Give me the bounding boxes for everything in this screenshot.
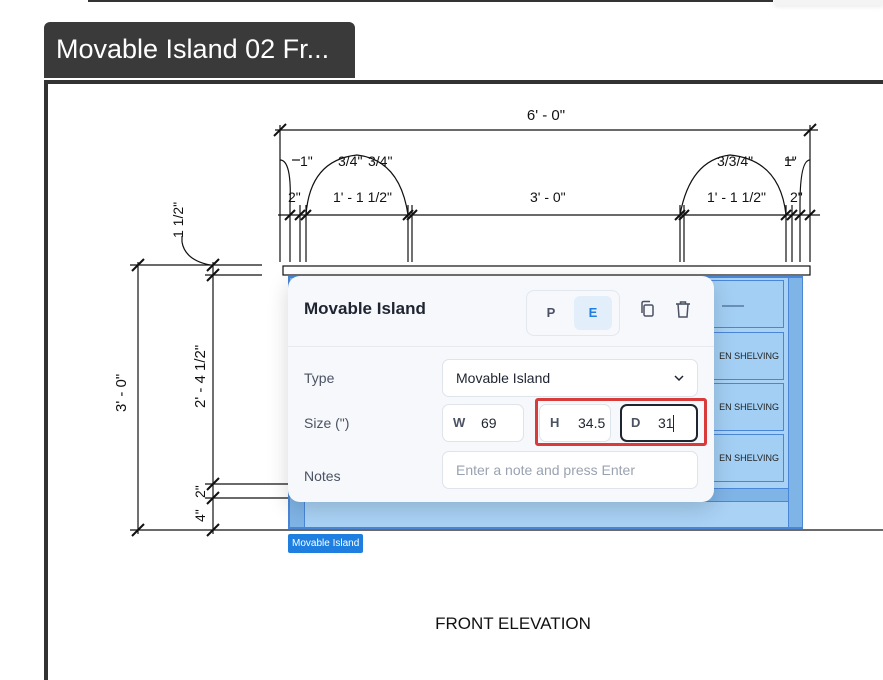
type-select-value: Movable Island <box>456 370 551 386</box>
width-prefix: W <box>453 415 466 430</box>
trash-icon[interactable] <box>672 298 694 322</box>
elevation-dimension-drawing: 6' - 0" 1" 3/4" 3/4" 3/3/4" 1" 2" 1' - 1… <box>113 107 883 632</box>
mode-toggle: P E <box>526 290 620 336</box>
chevron-down-icon <box>674 375 684 382</box>
notes-label: Notes <box>304 468 341 484</box>
width-field[interactable]: W 69 <box>442 404 524 442</box>
top-right-card <box>773 0 883 5</box>
mode-p-button[interactable]: P <box>546 305 556 320</box>
shelving-label: EN SHELVING <box>719 402 779 412</box>
dim-label: 1" <box>300 153 313 169</box>
dim-label: 3/3/4" <box>717 153 753 169</box>
top-rule <box>88 0 773 2</box>
dim-base: 2" <box>192 485 208 498</box>
shelving-section-3: EN SHELVING <box>709 434 784 482</box>
dim-label: 1' - 1 1/2" <box>707 189 766 205</box>
properties-panel: Movable Island P E Type Movable Island S… <box>288 276 714 502</box>
dim-body-height: 2' - 4 1/2" <box>192 345 209 408</box>
dim-label: 3/4" <box>368 153 392 169</box>
height-prefix: H <box>550 415 560 430</box>
dim-label: 2" <box>288 189 301 205</box>
type-select[interactable]: Movable Island <box>442 359 698 397</box>
size-label: Size (") <box>304 415 350 431</box>
dim-label: 2" <box>790 189 803 205</box>
depth-value: 31 <box>658 415 674 431</box>
height-value: 34.5 <box>578 415 606 431</box>
dim-label: 1' - 1 1/2" <box>333 189 392 205</box>
panel-divider <box>288 346 714 347</box>
width-value: 69 <box>481 415 497 431</box>
drawer-top <box>709 280 784 328</box>
notes-input[interactable] <box>442 451 698 489</box>
document-tab-title[interactable]: Movable Island 02 Fr... <box>44 22 355 78</box>
text-caret <box>673 415 674 432</box>
depth-prefix: D <box>631 415 641 430</box>
type-label: Type <box>304 370 335 386</box>
dim-label: 1" <box>784 153 797 169</box>
shelving-label: EN SHELVING <box>719 351 779 361</box>
height-field[interactable]: H 34.5 <box>539 404 611 442</box>
elevation-caption: FRONT ELEVATION <box>435 614 591 632</box>
mode-e-button[interactable]: E <box>574 296 612 330</box>
shelving-label: EN SHELVING <box>719 453 779 463</box>
dim-label: 3/4" <box>338 153 362 169</box>
dim-base: 4" <box>192 509 208 522</box>
dim-label: 3' - 0" <box>530 189 566 205</box>
copy-icon[interactable] <box>637 298 659 322</box>
dim-overall-height: 3' - 0" <box>113 374 130 412</box>
panel-title: Movable Island <box>304 299 426 318</box>
shelving-section-2: EN SHELVING <box>709 383 784 431</box>
dim-overall-width: 6' - 0" <box>527 107 565 124</box>
dim-top-thickness: 1 1/2" <box>170 202 186 238</box>
cabinet-right-stile <box>788 278 802 527</box>
shelving-section-1: EN SHELVING <box>709 332 784 380</box>
drawer-handle <box>722 305 744 307</box>
countertop <box>282 265 811 276</box>
selection-tag[interactable]: Movable Island <box>288 534 364 553</box>
depth-field[interactable]: D 31 <box>620 404 698 442</box>
